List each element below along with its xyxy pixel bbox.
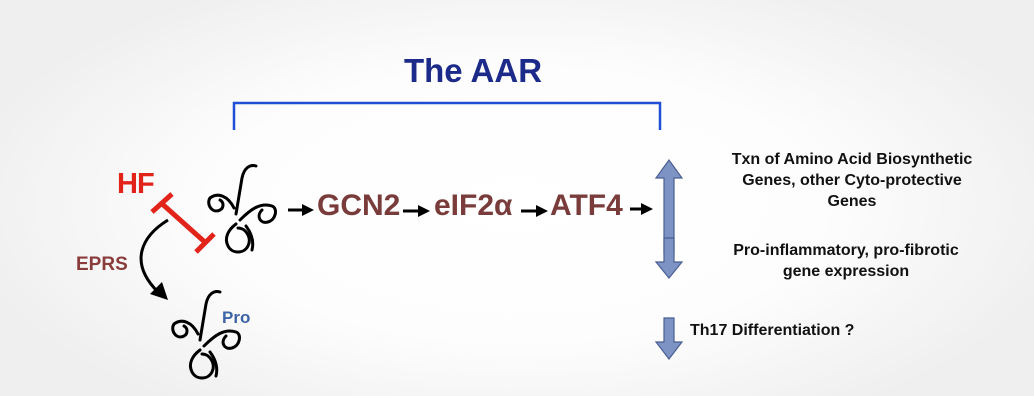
- charged-trna-icon: [171, 290, 241, 380]
- amino-acid-label: Pro: [222, 308, 251, 327]
- outcome-line: gene expression: [782, 263, 910, 280]
- pathway-step-eif2a: eIF2α: [434, 189, 513, 222]
- aar-bracket: [232, 101, 662, 130]
- arrow-to-eif2a-icon: [403, 205, 430, 217]
- uncharged-trna-icon: [207, 164, 277, 254]
- hf-inhibition-icon: [150, 192, 216, 254]
- outcome-line: Genes: [827, 193, 877, 210]
- pathway-step-atf4: ATF4: [550, 189, 623, 222]
- block-arrow-down-icon: [654, 317, 684, 360]
- block-arrow-down-icon: [654, 237, 684, 279]
- outcome-downregulated-th17: Th17 Differentiation ?: [690, 320, 854, 341]
- outcome-line: Txn of Amino Acid Biosynthetic: [731, 151, 973, 168]
- arrow-to-gcn2-icon: [288, 204, 314, 216]
- eprs-charging-arrow: [139, 218, 169, 300]
- pathway-step-gcn2: GCN2: [317, 189, 401, 222]
- inhibitor-label: HF: [117, 168, 155, 200]
- enzyme-label: EPRS: [76, 254, 128, 275]
- outcome-downregulated-inflammation: Pro-inflammatory, pro-fibrotic gene expr…: [676, 240, 1016, 282]
- outcome-upregulated: Txn of Amino Acid Biosynthetic Genes, ot…: [682, 149, 1022, 212]
- arrow-to-atf4-icon: [521, 205, 548, 217]
- arrow-to-outcomes-icon: [630, 203, 653, 215]
- diagram-title: The AAR: [403, 52, 543, 89]
- outcome-line: Th17 Differentiation ?: [690, 322, 855, 339]
- outcome-line: Genes, other Cyto-protective: [742, 172, 962, 189]
- outcome-line: Pro-inflammatory, pro-fibrotic: [733, 242, 959, 259]
